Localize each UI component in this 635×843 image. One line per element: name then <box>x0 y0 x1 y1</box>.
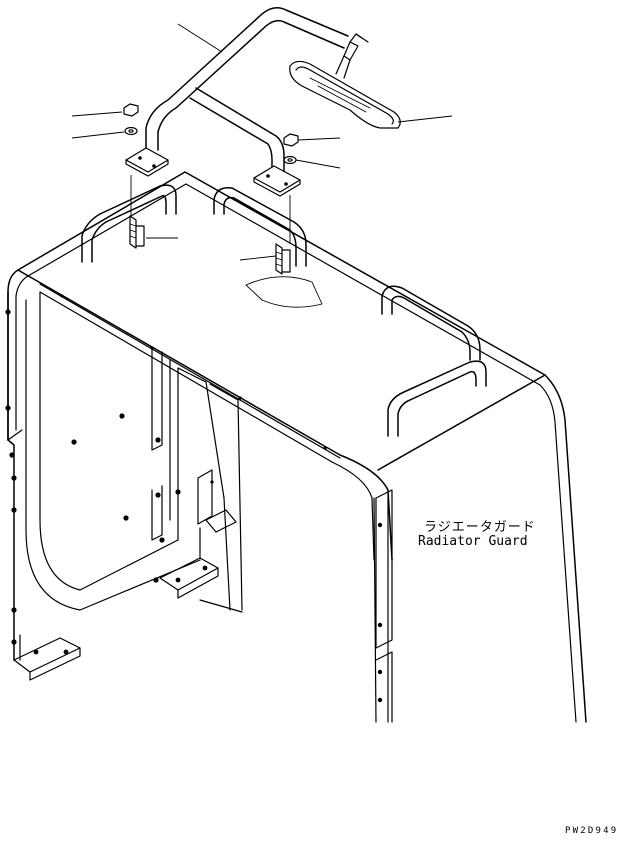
bolts <box>129 215 291 275</box>
panel-bolts <box>5 294 383 703</box>
drawing-number: PW2D949 <box>565 826 619 836</box>
lamp <box>289 33 401 129</box>
grab-handles <box>81 184 487 437</box>
part-name-english: Radiator Guard <box>418 534 528 549</box>
fasteners <box>123 103 299 165</box>
explode-lines <box>130 175 291 244</box>
radiator-guard-housing <box>7 171 587 723</box>
callout-leaders <box>71 23 453 261</box>
handrail <box>125 7 349 197</box>
part-name-japanese: ラジエータガード <box>424 520 536 535</box>
